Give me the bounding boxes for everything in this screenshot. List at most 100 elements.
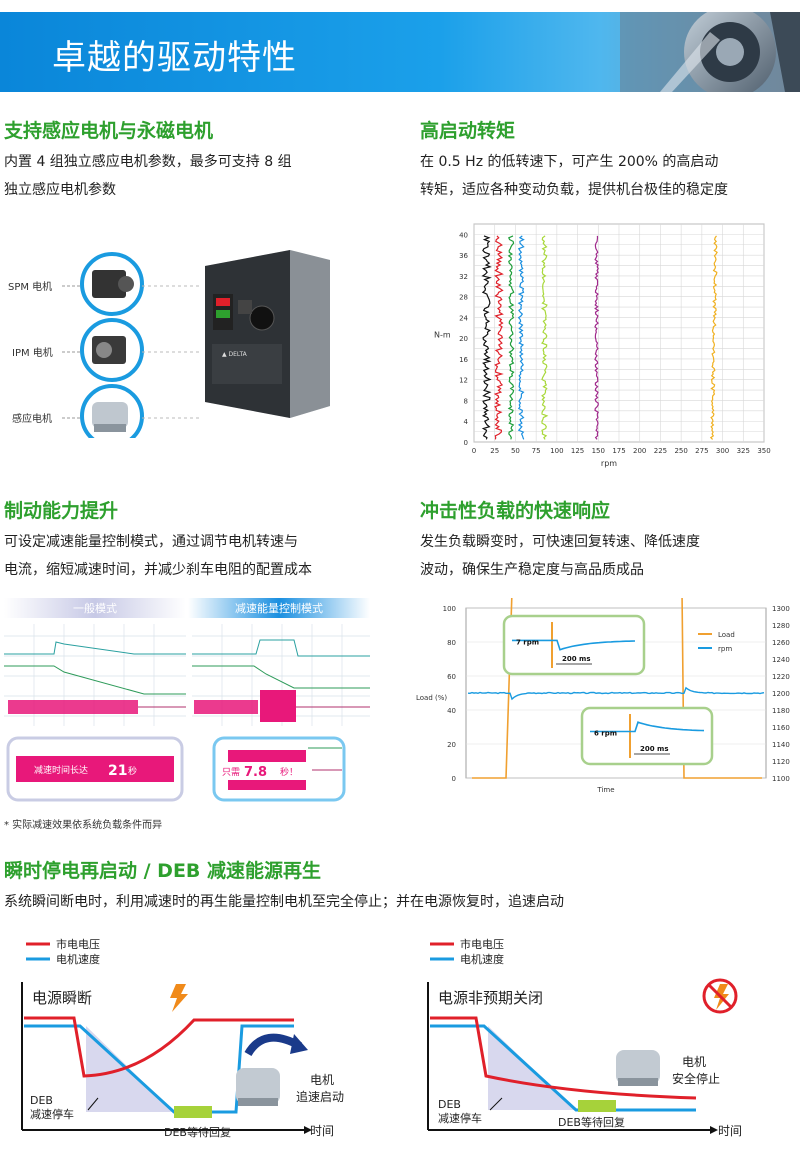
y-left-tick-label: 100: [443, 605, 456, 613]
callout-rpm-label: 7 rpm: [516, 638, 539, 646]
y-right-tick-label: 1140: [772, 741, 790, 749]
y-tick-label: 28: [459, 294, 468, 302]
legend-label-load: Load: [718, 631, 735, 639]
brake-footnote: * 实际减速效果依系统负载条件而异: [4, 820, 163, 831]
label-ipm-motor: IPM 电机: [12, 346, 53, 359]
deb-left-label: DEB: [30, 1094, 53, 1107]
y-axis-label: Load (%): [416, 694, 447, 702]
y-tick-label: 12: [459, 377, 468, 385]
deb-text: 系统瞬间断电时，利用减速时的再生能量控制电机至完全停止；并在电源恢复时，追速启动: [4, 894, 564, 910]
callout-load-rise: 7 rpm 200 ms: [502, 614, 646, 676]
impact-heading: 冲击性负载的快速响应: [420, 500, 611, 522]
callout-ms-label: 200 ms: [640, 745, 669, 753]
tab-decel-label: 减速能量控制模式: [235, 601, 323, 615]
torque-heading: 高启动转矩: [420, 120, 516, 142]
x-tick-label: 175: [612, 447, 625, 455]
banner-title: 卓越的驱动特性: [52, 38, 297, 78]
y-right-tick-label: 1200: [772, 690, 790, 698]
impact-text-line1: 发生负载瞬变时，可快速回复转速、降低速度: [420, 534, 700, 550]
tab-decel-mode: [188, 598, 370, 618]
x-tick-label: 125: [571, 447, 584, 455]
motor-text-line1: 内置 4 组独立感应电机参数，最多可支持 8 组: [4, 154, 292, 170]
torque-text-line2: 转矩，适应各种变动负载，提供机台极佳的稳定度: [420, 182, 728, 198]
callout-rpm-trace: [512, 639, 636, 651]
legend-speed: 电机速度: [56, 952, 100, 966]
y-axis-label: N-m: [434, 330, 451, 339]
label-induction-motor: 感应电机: [12, 412, 52, 425]
tab-normal-mode: [4, 598, 186, 618]
deb-left-time-label: 时间: [310, 1124, 334, 1138]
induction-motor-icon: [80, 384, 144, 438]
deb-diagram-power-off: 市电电压 电机速度 电源非预期关闭 时间 DEB 减速停车 DEB等待回复 电机…: [427, 937, 742, 1138]
series-line: [594, 235, 600, 440]
motor-diagram: SPM 电机 IPM 电机 感应电机 ▲ DELTA: [8, 250, 330, 438]
x-tick-label: 75: [532, 447, 541, 455]
y-right-tick-label: 1100: [772, 775, 790, 783]
x-tick-label: 250: [674, 447, 687, 455]
tab-normal-label: 一般模式: [73, 602, 117, 615]
y-right-tick-label: 1260: [772, 639, 790, 647]
ipm-motor-icon: [80, 318, 144, 382]
deb-right-wait: DEB等待回复: [558, 1115, 625, 1129]
legend-voltage-right: 市电电压: [460, 937, 504, 951]
deb-left-stop: 减速停车: [30, 1107, 74, 1121]
series-line: [709, 235, 718, 440]
legend-speed-right: 电机速度: [460, 952, 504, 966]
deb-left-title: 电源瞬断: [32, 989, 92, 1007]
no-power-icon: [702, 978, 738, 1014]
x-tick-label: 50: [511, 447, 520, 455]
series-rpm-line: [467, 686, 765, 701]
x-tick-label: 350: [757, 447, 770, 455]
x-tick-label: 25: [490, 447, 499, 455]
deb-left-motor-line1: 电机: [310, 1073, 334, 1087]
callout-decel-pre: 只需: [222, 767, 240, 778]
x-tick-label: 0: [472, 447, 476, 455]
y-left-tick-label: 40: [447, 707, 456, 715]
callout-rpm-trace: [590, 721, 705, 733]
callout-normal-mode: 减速时间长达 21 秒: [6, 736, 184, 802]
brake-heading: 制动能力提升: [4, 500, 119, 522]
series-line: [493, 235, 504, 440]
y-right-tick-label: 1120: [772, 758, 790, 766]
x-tick-label: 150: [592, 447, 605, 455]
label-spm-motor: SPM 电机: [8, 280, 52, 293]
deb-diagram-power-dip: 市电电压 电机速度 电源瞬断 时间 DEB 减速停车 DEB等待回复 电机 追速…: [21, 937, 344, 1139]
motor-catchup-icon: [236, 1033, 308, 1106]
y-tick-label: 8: [464, 397, 468, 405]
y-right-tick-label: 1180: [772, 707, 790, 715]
machine-gear-image: [620, 12, 800, 92]
legend-voltage: 市电电压: [56, 937, 100, 951]
deb-right-title: 电源非预期关闭: [438, 989, 543, 1007]
callout-ms-label: 200 ms: [562, 655, 591, 663]
deb-left-motor-line2: 追速启动: [296, 1089, 344, 1104]
y-tick-label: 40: [459, 231, 468, 239]
deb-right-stop: 减速停车: [438, 1111, 482, 1125]
x-axis-label: Time: [596, 786, 614, 794]
y-right-tick-label: 1220: [772, 673, 790, 681]
svg-text:▲ DELTA: ▲ DELTA: [222, 351, 248, 358]
callout-normal-pre: 减速时间长达: [34, 764, 88, 776]
lightning-icon: [170, 984, 188, 1012]
spm-motor-icon: [80, 252, 144, 316]
impact-text-line2: 波动，确保生产稳定度与高品质成品: [420, 562, 644, 578]
callout-decel-unit: 秒！: [280, 766, 298, 778]
motor-heading: 支持感应电机与永磁电机: [4, 120, 214, 142]
deb-left-wait: DEB等待回复: [164, 1125, 231, 1139]
series-load-line: [472, 598, 762, 779]
y-left-tick-label: 20: [447, 741, 456, 749]
deb-heading: 瞬时停电再启动 / DEB 减速能源再生: [4, 860, 322, 882]
deb-right-label: DEB: [438, 1098, 461, 1111]
series-line: [507, 235, 515, 440]
y-right-tick-label: 1240: [772, 656, 790, 664]
brake-text-line1: 可设定减速能量控制模式，通过调节电机转速与: [4, 534, 298, 550]
callout-box: [580, 706, 714, 766]
callout-normal-number: 21: [108, 763, 127, 779]
x-tick-label: 275: [695, 447, 708, 455]
series-line: [540, 235, 549, 440]
y-tick-label: 0: [464, 439, 468, 447]
y-right-tick-label: 1160: [772, 724, 790, 732]
y-left-tick-label: 60: [447, 673, 456, 681]
callout-decel-mode: 只需 7.8 秒！: [212, 736, 346, 802]
